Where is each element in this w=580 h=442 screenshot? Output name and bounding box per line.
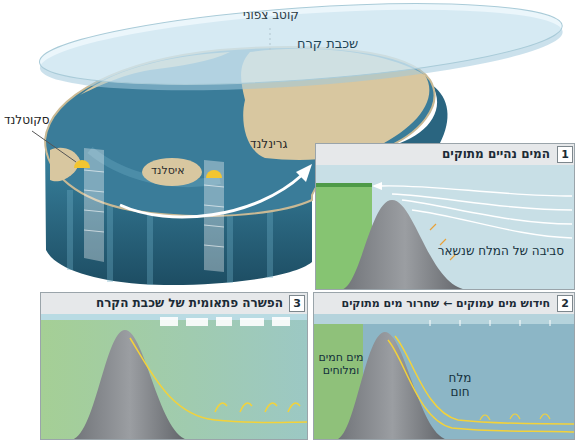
country-label: גרינלנד xyxy=(250,137,287,151)
panel-note: סביבה של המלח שנשאר xyxy=(438,244,564,258)
country-label: סקוטלנד xyxy=(4,113,50,127)
stage-panel: המים נהיים מתוקים סביבה של המלח שנשאר xyxy=(315,143,575,290)
callout-number: 2 xyxy=(557,295,573,312)
callout-number: 1 xyxy=(557,146,573,163)
ice-sheet: קוטב צפוני שכבת קרח xyxy=(35,0,567,92)
panel-note: מלח חום xyxy=(444,371,476,400)
panel-title: המים נהיים מתוקים xyxy=(442,147,550,161)
panel-title: חידוש מים עמוקים ← שחרור מים מתוקים xyxy=(341,297,550,310)
stage-panel: חידוש מים עמוקים ← שחרור מים מתוקים מים ח… xyxy=(313,292,575,440)
layer-label: שכבת קרח xyxy=(297,36,358,52)
stage-panel: הפשרה פתאומית של שכבת הקרח xyxy=(40,292,308,440)
panel-note: מים חמים ומלוחים xyxy=(317,351,365,377)
place-label: קוטב צפוני xyxy=(243,8,299,22)
country-label: איסלנד xyxy=(151,164,185,177)
callout-number: 3 xyxy=(289,295,305,312)
panel-title: הפשרה פתאומית של שכבת הקרח xyxy=(96,296,283,310)
